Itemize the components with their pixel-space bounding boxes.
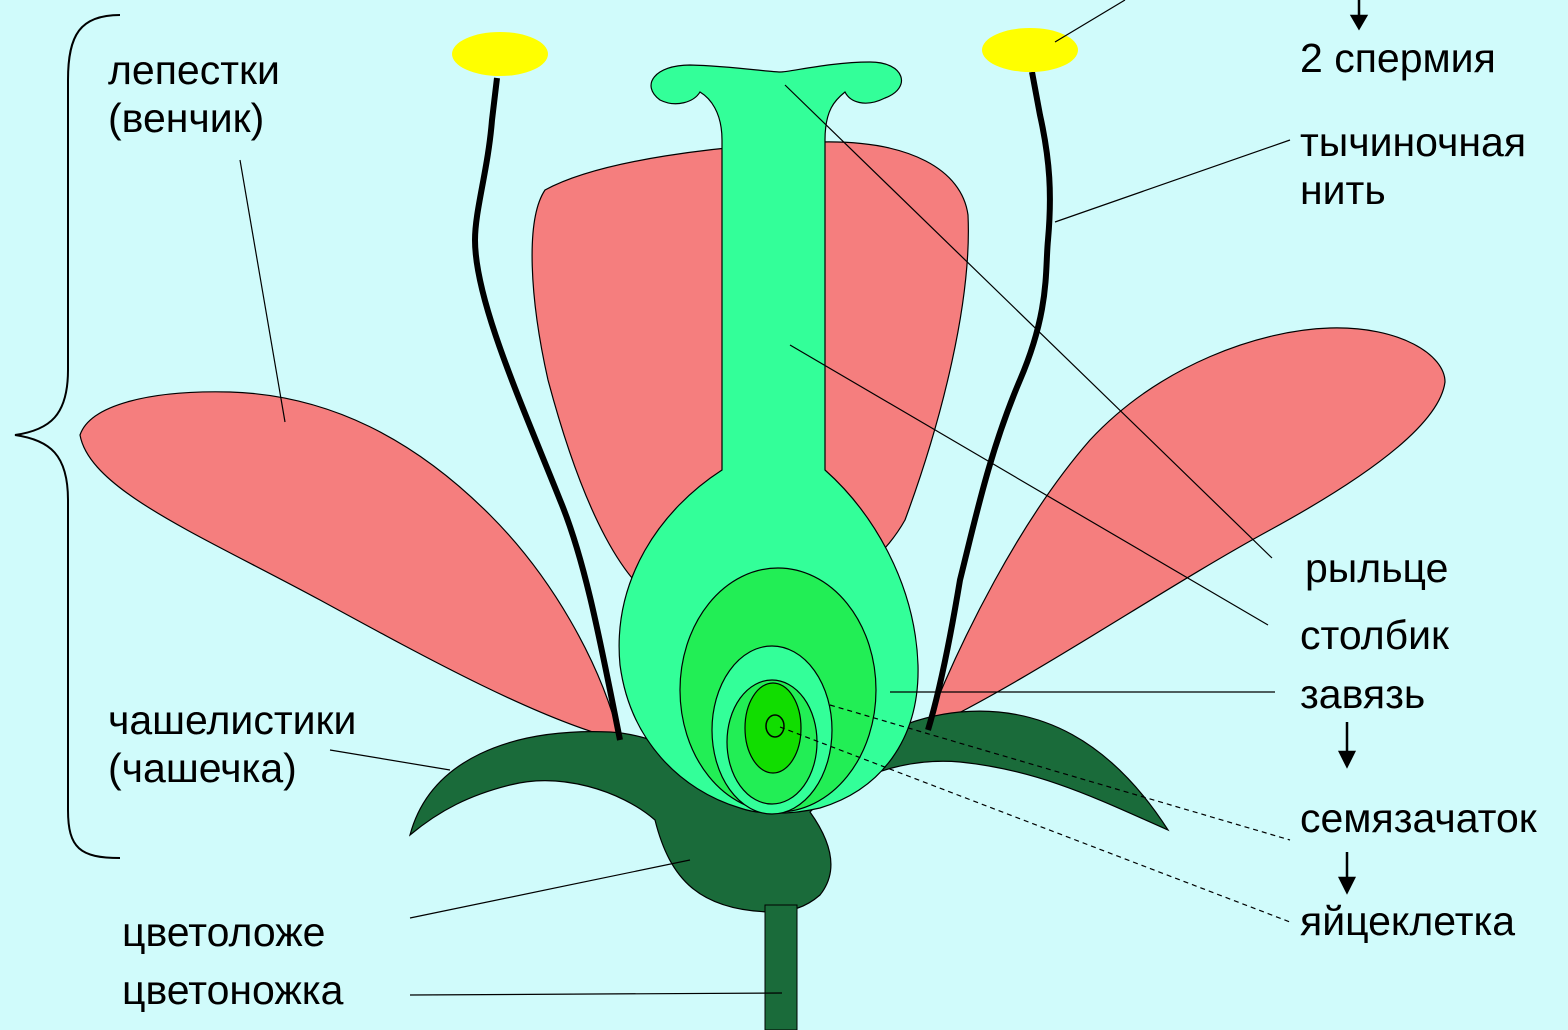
label-ovary: завязь: [1300, 670, 1425, 718]
label-sepals: чашелистики (чашечка): [108, 696, 356, 792]
pedicel-stem: [765, 905, 797, 1030]
egg-cell-shape: [766, 715, 784, 737]
leader-receptacle: [410, 860, 690, 918]
label-sepals-line1: чашелистики: [108, 696, 356, 744]
leader-pedicel: [410, 993, 782, 995]
label-filament-line1: тычиночная: [1300, 118, 1526, 166]
label-petals: лепестки (венчик): [108, 46, 280, 142]
anther-left: [452, 32, 548, 76]
label-sperm: 2 спермия: [1300, 34, 1496, 82]
label-sepals-line2: (чашечка): [108, 744, 356, 792]
label-petals-line1: лепестки: [108, 46, 280, 94]
label-filament: тычиночная нить: [1300, 118, 1526, 214]
anther-right: [982, 28, 1078, 72]
label-stigma: рыльце: [1305, 544, 1448, 592]
down-arrow-icon: [1340, 852, 1354, 892]
label-petals-line2: (венчик): [108, 94, 280, 142]
down-arrow-icon: [1352, 0, 1366, 28]
label-ovule: семязачаток: [1300, 794, 1537, 842]
leader-petals: [240, 160, 285, 422]
label-style: столбик: [1300, 611, 1449, 659]
label-receptacle: цветоложе: [122, 908, 325, 956]
leader-filament: [1055, 140, 1290, 222]
down-arrow-icon: [1340, 722, 1354, 766]
label-egg-cell: яйцеклетка: [1300, 897, 1515, 945]
leader-anther: [1055, 0, 1125, 42]
label-pedicel: цветоножка: [122, 966, 343, 1014]
label-filament-line2: нить: [1300, 166, 1526, 214]
